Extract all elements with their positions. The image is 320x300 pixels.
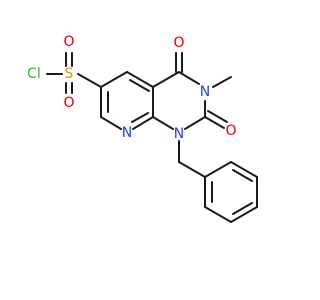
- bond-c5-c4a: [126, 71, 154, 88]
- bond-c6-c5: [100, 71, 128, 88]
- bond-c2-o-2: [207, 110, 228, 123]
- bonds: [46, 52, 258, 223]
- bond-c8a-n8: [132, 116, 154, 130]
- bond-ph-4-inner: [232, 202, 253, 215]
- atom-o-c2: O: [225, 123, 236, 139]
- bond-c2-o: [204, 116, 225, 129]
- atom-o-sulfonyl-bottom: O: [63, 95, 74, 111]
- bond-s-c6: [77, 73, 102, 88]
- bond-ph-2-inner: [232, 169, 253, 182]
- bond-c5-c4a-inner: [129, 79, 150, 92]
- bond-c4-n3: [178, 71, 200, 85]
- atom-cl: Cl: [27, 66, 41, 82]
- bond-n3-methyl: [212, 76, 232, 88]
- bond-ph-5: [204, 206, 232, 223]
- atom-n3: N: [200, 84, 210, 100]
- atom-s: S: [65, 66, 74, 82]
- atom-n8: N: [122, 125, 132, 141]
- bond-n1-c8a: [152, 116, 174, 130]
- bond-ph-2: [230, 161, 258, 178]
- atom-o-sulfonyl-top: O: [63, 34, 74, 50]
- bond-c8a-n8-inner: [131, 112, 149, 123]
- atom-n1: N: [174, 126, 184, 142]
- bond-c2-n1: [184, 116, 206, 130]
- bond-n8-c7: [100, 116, 122, 130]
- bond-ph-4: [230, 206, 258, 223]
- molecule-structure: Cl S O O O N O N N: [27, 34, 258, 223]
- bond-c4a-c4: [152, 71, 180, 88]
- atom-labels: Cl S O O O N O N N: [27, 34, 236, 142]
- atom-o-c4: O: [173, 35, 184, 51]
- bond-ch2-ph: [178, 161, 206, 178]
- bond-ph-1: [204, 161, 232, 178]
